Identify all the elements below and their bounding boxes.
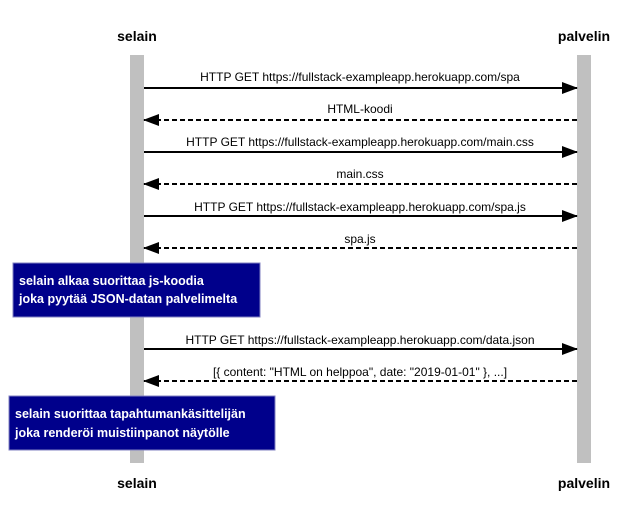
message-label: HTTP GET https://fullstack-exampleapp.he… bbox=[200, 70, 520, 84]
message-label: HTTP GET https://fullstack-exampleapp.he… bbox=[194, 200, 526, 214]
message-label: main.css bbox=[336, 167, 383, 181]
message-3: HTTP GET https://fullstack-exampleapp.he… bbox=[144, 135, 578, 158]
note-line: joka renderöi muistiinpanot näytölle bbox=[14, 426, 230, 440]
message-label: HTTP GET https://fullstack-exampleapp.he… bbox=[185, 333, 534, 347]
actor-label-selain-bottom: selain bbox=[117, 475, 157, 491]
message-1: HTTP GET https://fullstack-exampleapp.he… bbox=[144, 70, 578, 94]
note-line: joka pyytää JSON-datan palvelimelta bbox=[18, 292, 238, 306]
actor-label-palvelin-bottom: palvelin bbox=[558, 475, 610, 491]
note-box bbox=[12, 262, 261, 318]
note-line: selain suorittaa tapahtumankäsittelijän bbox=[15, 407, 246, 421]
actor-label-selain-top: selain bbox=[117, 28, 157, 44]
message-2: HTML-koodi bbox=[143, 102, 577, 126]
message-7: HTTP GET https://fullstack-exampleapp.he… bbox=[144, 333, 578, 355]
note-2: selain suorittaa tapahtumankäsittelijän … bbox=[8, 395, 276, 451]
message-label: [{ content: "HTML on helppoa", date: "20… bbox=[213, 365, 507, 379]
note-line: selain alkaa suorittaa js-koodia bbox=[19, 274, 205, 288]
message-label: HTML-koodi bbox=[327, 102, 392, 116]
lifeline-selain bbox=[130, 55, 144, 463]
message-6: spa.js bbox=[143, 232, 577, 254]
note-box bbox=[8, 395, 276, 451]
message-5: HTTP GET https://fullstack-exampleapp.he… bbox=[144, 200, 578, 222]
message-label: spa.js bbox=[344, 232, 375, 246]
note-1: selain alkaa suorittaa js-koodia joka py… bbox=[12, 262, 261, 318]
message-label: HTTP GET https://fullstack-exampleapp.he… bbox=[186, 135, 534, 149]
message-4: main.css bbox=[143, 167, 577, 190]
lifeline-palvelin bbox=[577, 55, 591, 463]
actor-label-palvelin-top: palvelin bbox=[558, 28, 610, 44]
message-8: [{ content: "HTML on helppoa", date: "20… bbox=[143, 365, 577, 387]
